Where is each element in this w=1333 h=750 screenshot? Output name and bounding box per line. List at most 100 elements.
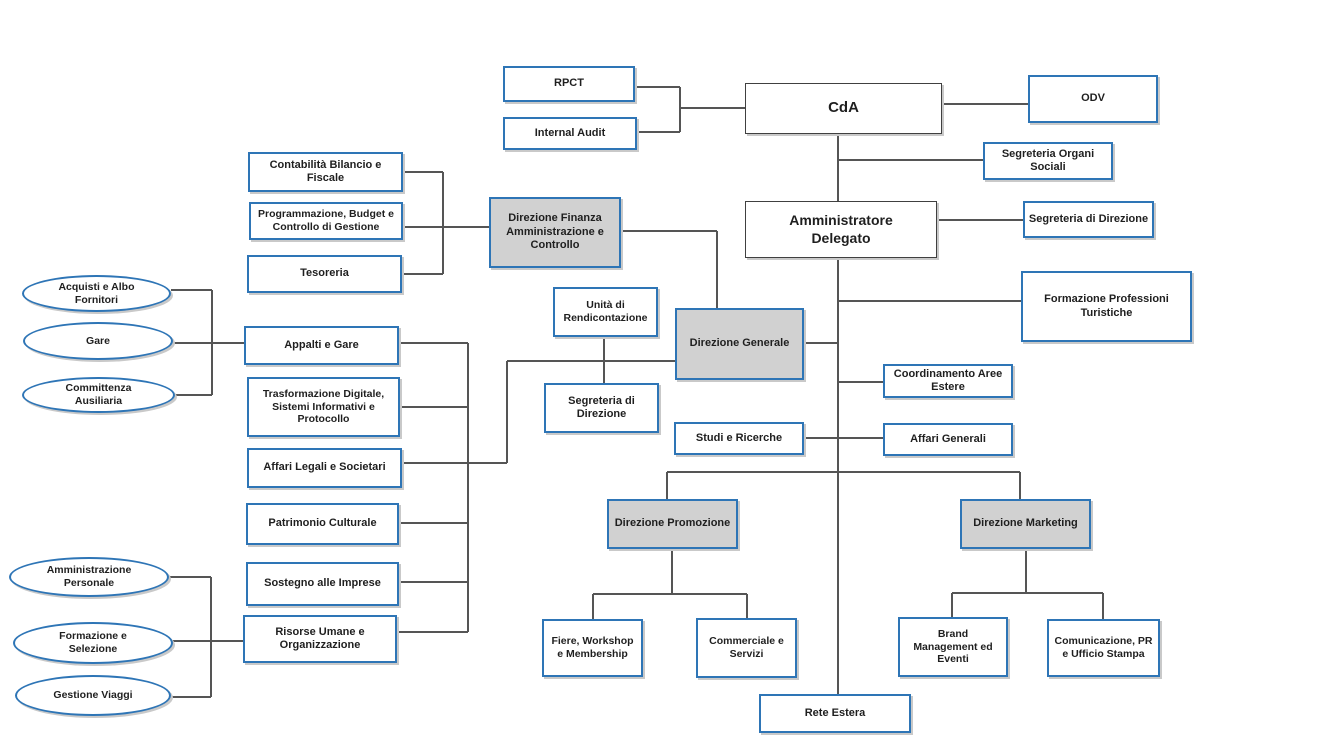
node-committenza-ausiliaria-label: Committenza Ausiliaria: [65, 382, 132, 407]
connector-line: [716, 231, 718, 308]
connector-line: [506, 361, 508, 463]
node-programmazione-budget: Programmazione, Budget e Controllo di Ge…: [249, 202, 403, 240]
node-coordinamento-aree-estere: Coordinamento Aree Estere: [883, 364, 1013, 398]
node-segreteria-di-direzione-ad: Segreteria di Direzione: [1023, 201, 1154, 238]
connector-line: [399, 522, 468, 524]
connector-line: [169, 576, 211, 578]
connector-line: [838, 300, 1021, 302]
node-affari-legali-societari-label: Affari Legali e Societari: [263, 461, 386, 474]
connector-line: [592, 594, 594, 619]
node-programmazione-budget-label: Programmazione, Budget e Controllo di Ge…: [258, 208, 394, 233]
node-sostegno-alle-imprese: Sostegno alle Imprese: [246, 562, 399, 606]
node-comunicazione-pr-stampa-label: Comunicazione, PR e Ufficio Stampa: [1054, 635, 1153, 660]
connector-line: [666, 472, 668, 499]
connector-line: [746, 594, 748, 618]
connector-line: [173, 342, 244, 344]
node-direzione-marketing-label: Direzione Marketing: [973, 517, 1078, 530]
connector-line: [403, 226, 489, 228]
node-fiere-workshop-membership-label: Fiere, Workshop e Membership: [551, 635, 634, 660]
connector-line: [171, 696, 211, 698]
node-brand-management-eventi-label: Brand Management ed Eventi: [913, 627, 993, 666]
connector-line: [171, 289, 212, 291]
node-acquisti-albo-fornitori-label: Acquisti e Albo Fornitori: [58, 280, 135, 306]
node-segreteria-organi-sociali: Segreteria Organi Sociali: [983, 142, 1113, 180]
node-amministratore-delegato-label: Amministratore Delegato: [789, 212, 893, 246]
node-gestione-viaggi: Gestione Viaggi: [15, 675, 171, 716]
node-patrimonio-culturale-label: Patrimonio Culturale: [268, 517, 377, 530]
connector-line: [804, 342, 838, 344]
connector-line: [679, 87, 681, 132]
node-formazione-selezione-label: Formazione e Selezione: [59, 630, 127, 655]
connector-line: [593, 593, 747, 595]
connector-line: [403, 171, 443, 173]
node-direzione-generale-label: Direzione Generale: [689, 337, 790, 350]
node-contabilita-bilancio-fiscale: Contabilità Bilancio e Fiscale: [248, 152, 403, 192]
connector-line: [942, 103, 1028, 105]
node-coordinamento-aree-estere-label: Coordinamento Aree Estere: [893, 367, 1003, 393]
node-rete-estera: Rete Estera: [759, 694, 911, 733]
node-direzione-generale: Direzione Generale: [675, 308, 804, 380]
connector-line: [1019, 472, 1021, 499]
node-gare-label: Gare: [86, 334, 110, 347]
node-direzione-promozione: Direzione Promozione: [607, 499, 738, 549]
connector-line: [837, 258, 839, 694]
node-comunicazione-pr-stampa: Comunicazione, PR e Ufficio Stampa: [1047, 619, 1160, 677]
connector-line: [399, 342, 468, 344]
node-segreteria-di-direzione-ad-label: Segreteria di Direzione: [1028, 212, 1149, 225]
node-odv-label: ODV: [1081, 92, 1105, 105]
node-direzione-finanza-label: Direzione Finanza Amministrazione e Cont…: [506, 212, 604, 252]
node-amministrazione-personale-label: Amministrazione Personale: [46, 564, 132, 589]
node-commerciale-servizi: Commerciale e Servizi: [696, 618, 797, 678]
node-formazione-professioni-turistiche-label: Formazione Professioni Turistiche: [1044, 293, 1169, 319]
node-brand-management-eventi: Brand Management ed Eventi: [898, 617, 1008, 677]
node-risorse-umane-label: Risorse Umane e Organizzazione: [275, 625, 365, 651]
node-cda: CdA: [745, 83, 942, 134]
connector-line: [1102, 593, 1104, 619]
node-amministratore-delegato: Amministratore Delegato: [745, 201, 937, 258]
node-contabilita-bilancio-fiscale-label: Contabilità Bilancio e Fiscale: [269, 158, 382, 184]
connector-line: [467, 343, 469, 632]
node-tesoreria-label: Tesoreria: [300, 267, 349, 280]
connector-line: [937, 219, 1023, 221]
connector-line: [603, 337, 605, 383]
node-tesoreria: Tesoreria: [247, 255, 402, 293]
node-commerciale-servizi-label: Commerciale e Servizi: [709, 635, 784, 660]
connector-line: [468, 462, 507, 464]
node-affari-legali-societari: Affari Legali e Societari: [247, 448, 402, 488]
node-committenza-ausiliaria: Committenza Ausiliaria: [22, 377, 175, 413]
node-risorse-umane: Risorse Umane e Organizzazione: [243, 615, 397, 663]
node-studi-e-ricerche-label: Studi e Ricerche: [695, 431, 783, 444]
connector-line: [671, 549, 673, 594]
connector-line: [637, 131, 680, 133]
connector-line: [680, 107, 745, 109]
connector-line: [838, 381, 883, 383]
node-rpct-label: RPCT: [554, 77, 584, 90]
node-odv: ODV: [1028, 75, 1158, 123]
node-rpct: RPCT: [503, 66, 635, 102]
node-segreteria-di-direzione-dg-label: Segreteria di Direzione: [568, 394, 635, 420]
connector-line: [399, 581, 468, 583]
connector-line: [952, 592, 1103, 594]
node-gare: Gare: [23, 322, 173, 360]
node-affari-generali: Affari Generali: [883, 423, 1013, 456]
node-direzione-finanza: Direzione Finanza Amministrazione e Cont…: [489, 197, 621, 268]
node-fiere-workshop-membership: Fiere, Workshop e Membership: [542, 619, 643, 677]
node-segreteria-organi-sociali-label: Segreteria Organi Sociali: [1001, 147, 1095, 173]
node-formazione-selezione: Formazione e Selezione: [13, 622, 173, 664]
node-direzione-marketing: Direzione Marketing: [960, 499, 1091, 549]
connector-line: [635, 86, 680, 88]
node-sostegno-alle-imprese-label: Sostegno alle Imprese: [264, 577, 381, 590]
connector-line: [837, 134, 839, 201]
node-patrimonio-culturale: Patrimonio Culturale: [246, 503, 399, 545]
node-direzione-promozione-label: Direzione Promozione: [614, 517, 731, 530]
node-internal-audit: Internal Audit: [503, 117, 637, 150]
connector-line: [402, 273, 443, 275]
node-affari-generali-label: Affari Generali: [910, 432, 986, 445]
connector-line: [175, 394, 212, 396]
connector-line: [173, 640, 243, 642]
node-formazione-professioni-turistiche: Formazione Professioni Turistiche: [1021, 271, 1192, 342]
connector-line: [210, 577, 212, 697]
connector-line: [442, 172, 444, 274]
node-internal-audit-label: Internal Audit: [534, 126, 606, 139]
